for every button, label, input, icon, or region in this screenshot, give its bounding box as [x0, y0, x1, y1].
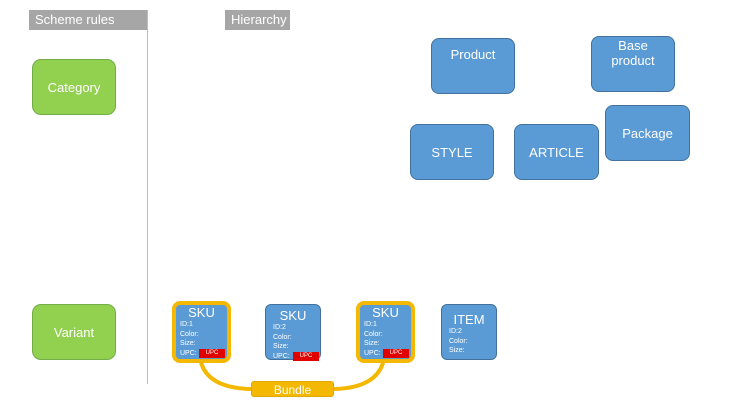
card-color: Color:: [273, 333, 292, 341]
node-article[interactable]: ARTICLE: [514, 124, 599, 180]
variant-card-sku-2[interactable]: SKU ID:2 Color: Size: UPC: UPC: [265, 304, 321, 362]
variant-card-sku-1[interactable]: SKU ID:1 Color: Size: UPC: UPC: [172, 301, 231, 363]
node-product[interactable]: Product: [431, 38, 515, 94]
hierarchy-header: Hierarchy: [225, 10, 290, 30]
upc-badge: UPC: [383, 348, 409, 358]
card-title: SKU: [279, 308, 307, 323]
card-title: ITEM: [453, 312, 485, 327]
node-base-product-line1: Base: [618, 38, 648, 53]
node-style[interactable]: STYLE: [410, 124, 494, 180]
card-upc-row: UPC: UPC: [266, 351, 320, 362]
card-color: Color:: [364, 330, 383, 338]
bundle-label[interactable]: Bundle: [251, 381, 334, 397]
card-size: Size:: [449, 347, 465, 354]
card-upc-row: UPC: UPC: [360, 348, 411, 359]
card-color: Color:: [180, 330, 199, 338]
variant-card-item[interactable]: ITEM ID:2 Color: Size:: [441, 304, 497, 360]
upc-badge: UPC: [199, 348, 225, 358]
card-upc-label: UPC:: [180, 349, 197, 357]
card-upc-label: UPC:: [273, 352, 290, 360]
card-size: Size:: [273, 343, 289, 350]
card-title: SKU: [188, 305, 215, 320]
node-base-product-line2: product: [611, 53, 655, 68]
node-base-product[interactable]: Base product: [591, 36, 675, 92]
card-id: ID:2: [273, 324, 286, 331]
card-color: Color:: [449, 337, 468, 345]
variant-card-sku-3[interactable]: SKU ID:1 Color: Size: UPC: UPC: [356, 301, 415, 363]
rule-category[interactable]: Category: [32, 59, 116, 115]
card-upc-row: UPC: UPC: [176, 348, 227, 359]
column-divider: [147, 10, 148, 384]
rule-variant[interactable]: Variant: [32, 304, 116, 360]
node-package[interactable]: Package: [605, 105, 690, 161]
card-id: ID:2: [449, 328, 462, 335]
card-upc-label: UPC:: [364, 349, 381, 357]
card-size: Size:: [364, 340, 380, 347]
scheme-rules-header: Scheme rules: [29, 10, 148, 30]
card-id: ID:1: [180, 321, 193, 328]
upc-badge: UPC: [293, 351, 319, 361]
card-title: SKU: [372, 305, 399, 320]
card-id: ID:1: [364, 321, 377, 328]
card-size: Size:: [180, 340, 196, 347]
